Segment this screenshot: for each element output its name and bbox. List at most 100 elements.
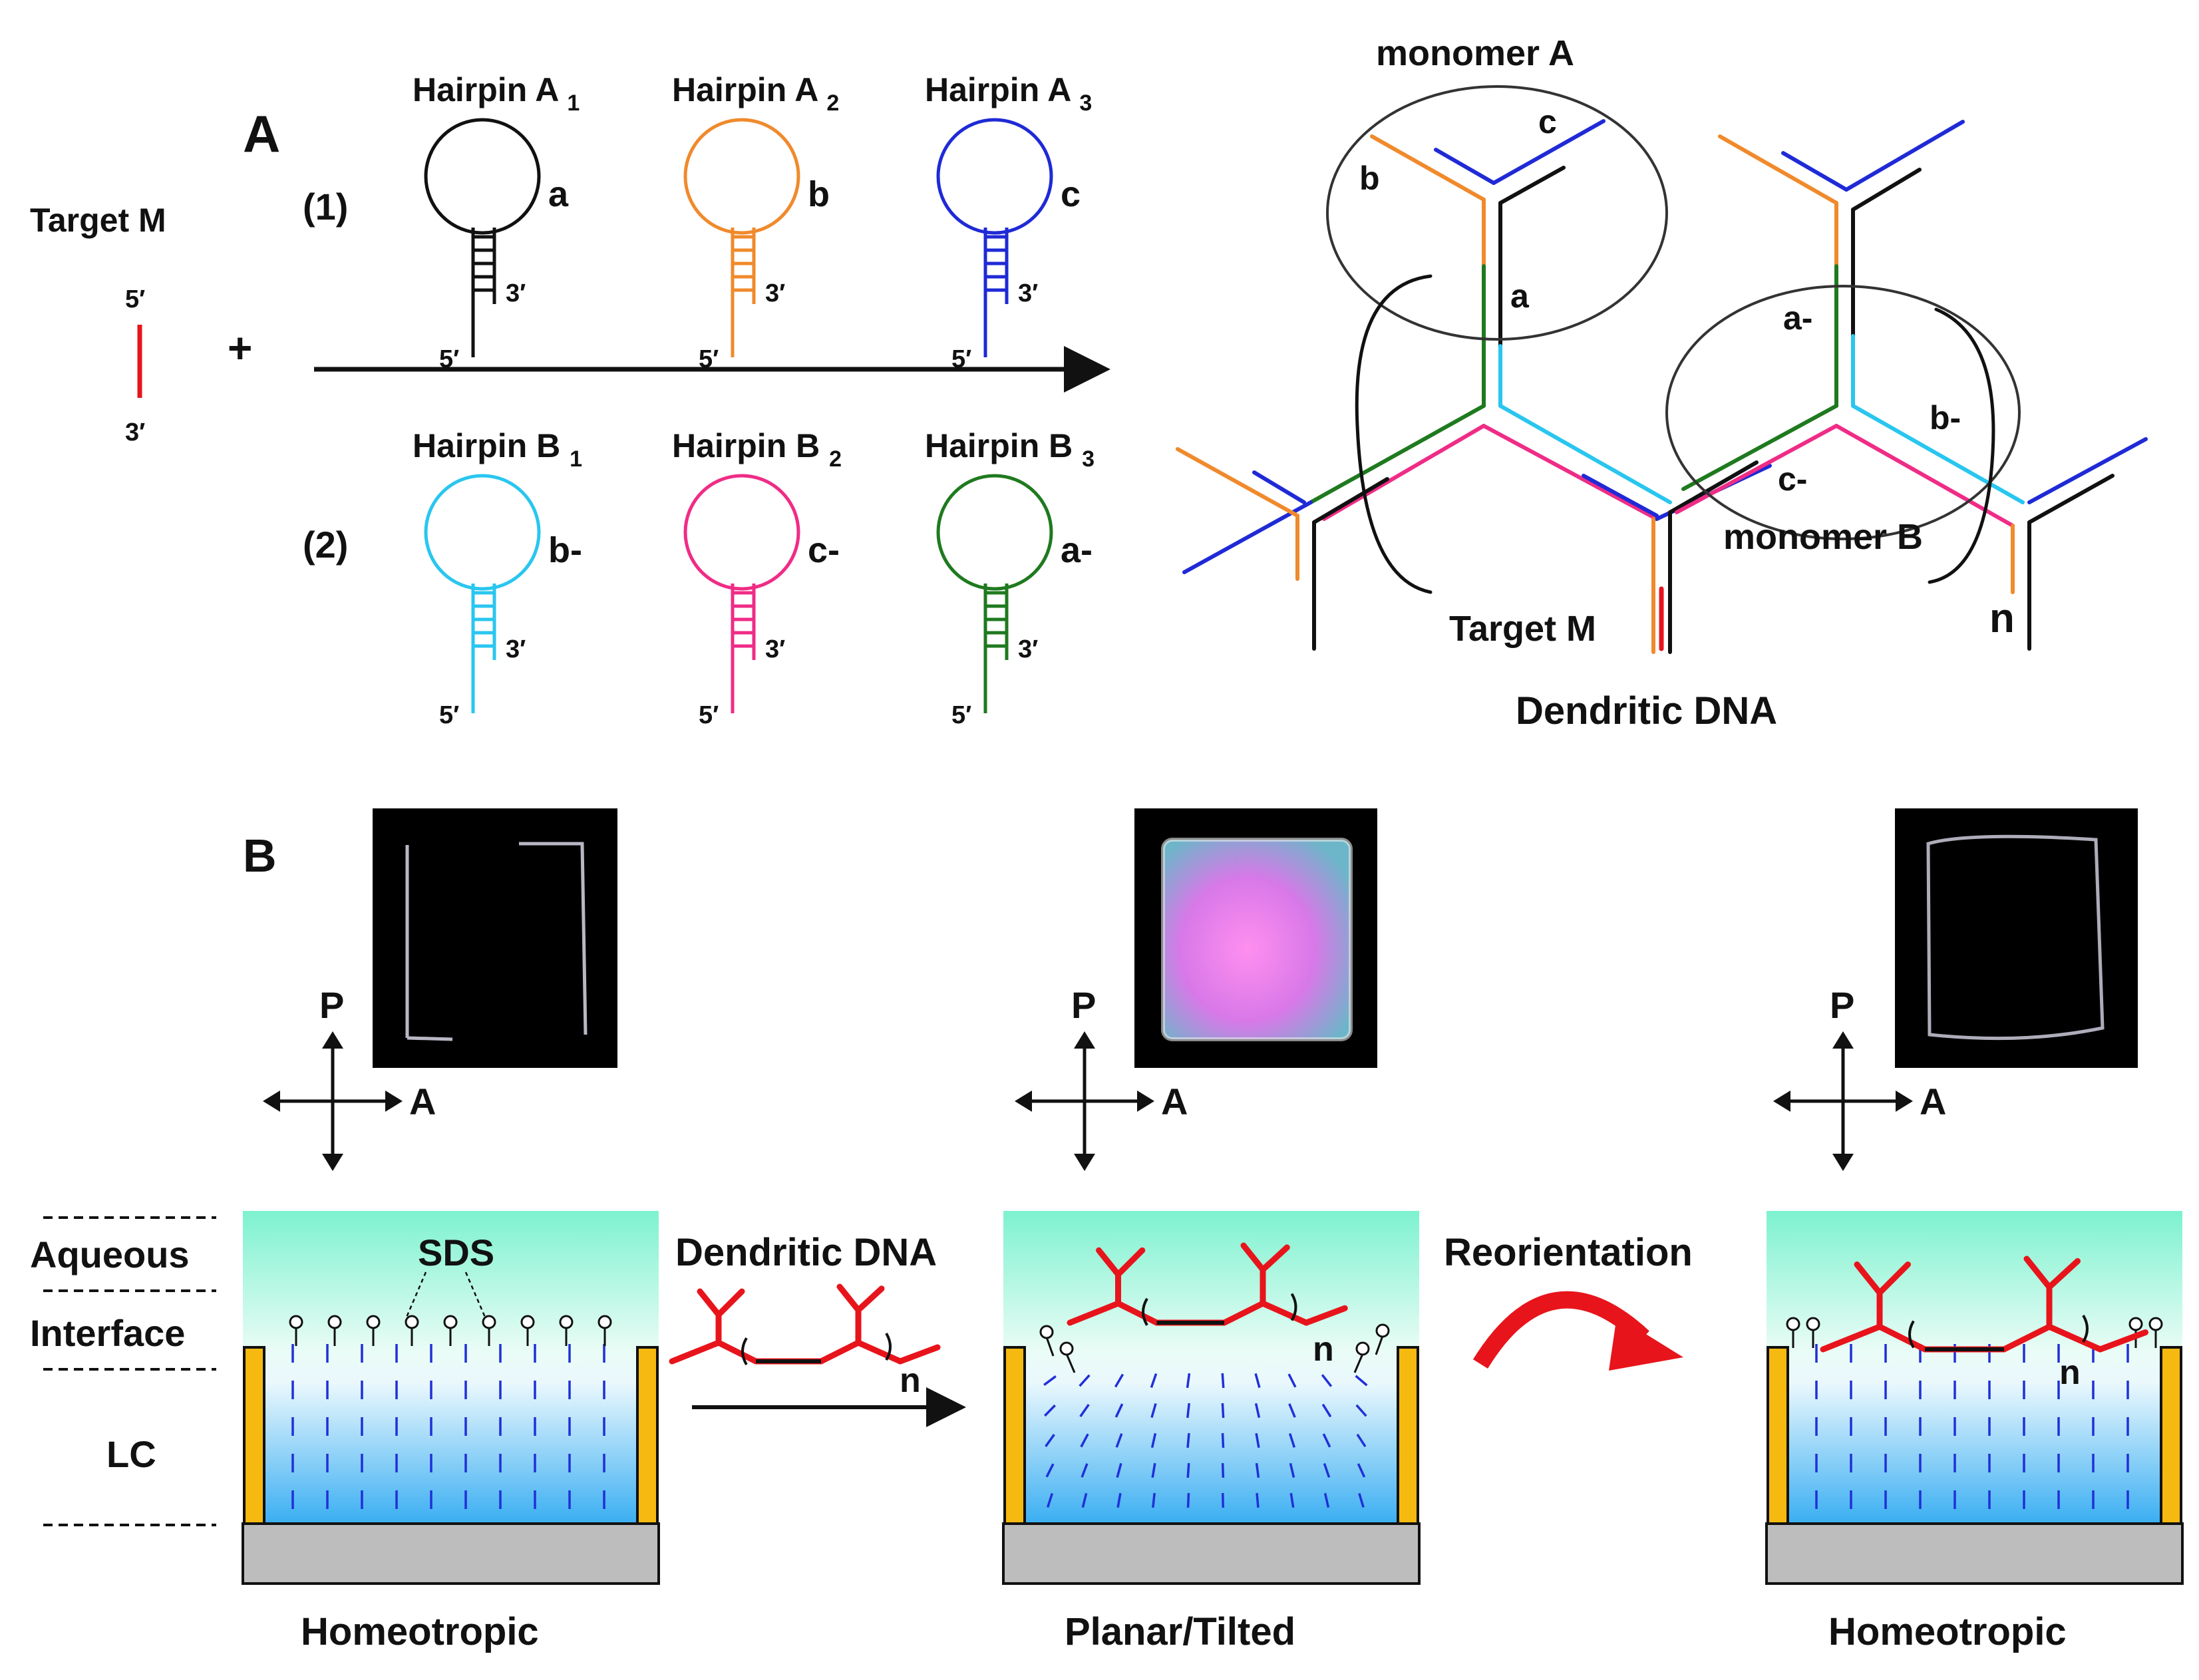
floating-dendrimer — [669, 1283, 941, 1366]
branch-green-ur-left — [1681, 404, 1838, 491]
arrowhead-icon — [322, 1031, 343, 1049]
dendrimer-segment — [1854, 1261, 1883, 1296]
hairpin-three-prime: 3′ — [765, 279, 785, 307]
lc-molecule — [1321, 1374, 1333, 1387]
dendrimer-segment — [1260, 1300, 1309, 1326]
dendrimer-label-b-minus: b- — [1930, 399, 1961, 436]
arrowhead-icon — [1832, 1031, 1854, 1049]
right-bracket — [1928, 307, 1995, 584]
hairpin-five-prime: 5′ — [699, 345, 719, 373]
branch-green-left — [1309, 404, 1486, 504]
grid-wall-left — [243, 1346, 265, 1525]
lc-directors — [1043, 1373, 1368, 1508]
hairpin-subscript: 3 — [1079, 90, 1092, 116]
hairpin-subscript: 2 — [829, 446, 842, 472]
dendrimer-segment — [715, 1288, 745, 1318]
branch-orange-ur — [1718, 134, 1838, 205]
cell-n-label: n — [1313, 1330, 1334, 1369]
caption-homeotropic-1: Homeotropic — [301, 1610, 539, 1653]
lc-molecule — [1221, 1373, 1225, 1389]
lc-molecule — [1046, 1492, 1054, 1508]
branch-black-top — [1498, 166, 1566, 205]
lc-molecule — [1079, 1374, 1091, 1387]
lc-molecule — [1150, 1432, 1157, 1448]
sds-head-icon — [289, 1315, 303, 1329]
sds-tail — [1045, 1337, 1055, 1357]
dendrimer-segment — [1240, 1242, 1266, 1273]
analyzer-label: A — [1161, 1081, 1188, 1122]
dendrimer-segment — [2023, 1256, 2053, 1290]
lc-molecule — [1254, 1373, 1261, 1389]
dendrimer-segment — [1221, 1300, 1266, 1326]
dendrimer-segment — [2001, 1323, 2053, 1353]
hairpin-loop — [936, 118, 1053, 235]
hairpin-subscript: 1 — [567, 90, 580, 116]
branch-black-center-arm — [1668, 460, 1759, 514]
lc-molecule — [1255, 1432, 1260, 1448]
lc-molecule — [1045, 1463, 1055, 1478]
hairpin-b-1: Hairpin B 1b-3′5′ — [413, 427, 582, 729]
lc-molecule — [1114, 1373, 1124, 1388]
lc-molecule — [1356, 1433, 1367, 1448]
hairpin-a-1: Hairpin A 1a3′5′ — [413, 71, 580, 373]
polarizer-label: P — [1830, 984, 1854, 1026]
lc-molecule — [1323, 1492, 1330, 1508]
dendrimer-bracket-left — [1908, 1320, 1915, 1349]
lc-molecule — [1116, 1492, 1122, 1508]
lc-molecule — [1186, 1403, 1190, 1419]
row-2-label: (2) — [303, 524, 348, 566]
branch-blue-center-arm — [1582, 474, 1659, 518]
dendrimer-segment — [1820, 1323, 1883, 1353]
sds-head-icon — [520, 1315, 535, 1329]
hairpin-title: Hairpin B 2 — [672, 427, 842, 472]
lc-molecule — [1355, 1375, 1368, 1387]
left-bracket — [1355, 274, 1433, 594]
arrowhead-icon — [1015, 1091, 1032, 1112]
monomer-b-label: monomer B — [1723, 517, 1923, 557]
dendrimer-label-a: a — [1510, 277, 1530, 315]
lc-molecule — [1221, 1462, 1225, 1478]
sds-tail — [1065, 1353, 1076, 1373]
dendritic-dna-caption: Dendritic DNA — [1516, 689, 1777, 733]
dendrimer-segment — [1096, 1247, 1121, 1277]
monomer-a-ellipse — [1326, 85, 1668, 341]
lc-cell-3: n — [1765, 1211, 2184, 1585]
sds-head-icon — [2128, 1317, 2143, 1331]
branch-blue-left-arm — [1252, 470, 1306, 504]
dendrimer-segment — [2046, 1258, 2081, 1290]
dendrimer-n-label: n — [1989, 595, 2015, 641]
pom-image-planar-tilted — [1134, 808, 1377, 1068]
dendrimer-bracket-left — [741, 1337, 748, 1366]
sds-head-icon — [1786, 1317, 1800, 1331]
dendritic-dna-structure — [1176, 85, 2148, 654]
hairpin-five-prime: 5′ — [439, 701, 459, 729]
hairpin-domain-label: b- — [548, 530, 582, 570]
dendrimer-segment — [1876, 1261, 1911, 1296]
hairpin-three-prime: 3′ — [1018, 279, 1038, 307]
target-five-prime: 5′ — [125, 285, 145, 313]
target-m-label: Target M — [30, 202, 166, 239]
hairpin-loop — [424, 474, 541, 591]
sds-surfactants — [1039, 1323, 1390, 1373]
arrowhead-icon — [1074, 1154, 1095, 1171]
branch-blue-ur-2 — [1844, 120, 1965, 192]
lc-molecule — [1186, 1492, 1190, 1508]
lc-molecule — [1186, 1373, 1191, 1389]
hairpin-domain-label: c- — [808, 530, 840, 570]
hairpin-title: Hairpin A 1 — [413, 71, 580, 116]
dendrimer-segment — [1876, 1323, 1928, 1353]
pom-image-homeotropic-2 — [1895, 808, 2138, 1068]
grid-wall-right — [1397, 1346, 1419, 1525]
lc-molecule — [1081, 1492, 1088, 1508]
grid-wall-right — [2160, 1346, 2182, 1525]
lc-molecule — [1081, 1463, 1089, 1478]
dendrimer-segment — [897, 1344, 941, 1365]
dendrimer-segment — [855, 1339, 904, 1365]
sds-head-icon — [597, 1315, 612, 1329]
lc-molecule — [1152, 1492, 1156, 1508]
sds-head-icon — [1375, 1323, 1390, 1338]
lc-molecule — [1080, 1433, 1089, 1448]
grid-wall-left — [1767, 1346, 1789, 1525]
hairpin-three-prime: 3′ — [1018, 635, 1038, 663]
